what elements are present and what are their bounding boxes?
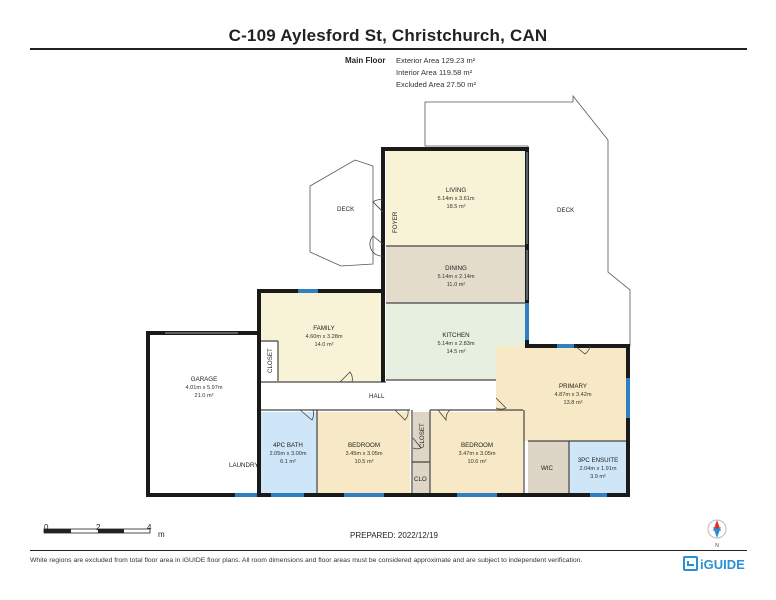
deck-right-label: DECK [557,207,575,214]
scale-unit: m [158,530,165,539]
bedroom1-dim: 3.45m x 3.05m [346,451,383,457]
kitchen-dim: 5.14m x 2.83m [438,341,475,347]
compass-icon [707,519,727,539]
bath-area: 6.1 m² [280,459,296,465]
closet-mid-fill [413,412,430,462]
closet-mid-label: CLOSET [419,423,426,448]
bath-dim: 2.05m x 3.00m [270,451,307,457]
door-primary-top [574,345,591,355]
bedroom2-dim: 3.47m x 3.05m [459,451,496,457]
wic-label: WIC [541,465,554,472]
door-hall [339,371,353,383]
ensuite-name: 3PC ENSUITE [578,457,619,464]
closet-family-label: CLOSET [267,348,274,373]
footer-rule [30,550,747,551]
ensuite-fill [569,441,628,495]
family-fill [261,291,383,381]
family-closet-fill [261,341,278,381]
title-rule [30,48,747,50]
scale-tick-4: 4 [147,523,152,532]
kitchen-name: KITCHEN [442,332,469,339]
door-closet-mid [412,437,422,450]
wic-fill [528,441,569,495]
living-name: LIVING [446,187,466,194]
garage-name: GARAGE [191,376,217,383]
interior-area: Interior Area 119.58 m² [396,68,473,77]
living-area: 18.5 m² [447,204,466,210]
door-foyer-1 [372,199,384,213]
ensuite-dim: 2.04m x 1.91m [580,466,617,472]
family-area: 14.0 m² [315,342,334,348]
exterior-area: Exterior Area 129.23 m² [396,56,476,65]
scale-tick-0: 0 [44,523,49,532]
prepared-date: PREPARED: 2022/12/19 [350,531,438,540]
primary-name: PRIMARY [559,383,587,390]
scale-bar [43,528,151,534]
page-title: C-109 Aylesford St, Christchurch, CAN [228,26,548,45]
primary-area: 13.8 m² [564,400,583,406]
garage-area: 21.0 m² [195,393,214,399]
floor-name: Main Floor [345,56,386,65]
bedroom1-fill [317,412,410,495]
deck-left-outline [309,159,374,267]
brand-logo: iGUIDE [683,556,745,572]
living-dim: 5.14m x 3.61m [438,196,475,202]
family-name: FAMILY [313,325,335,332]
door-bed1 [394,409,409,421]
door-bed2 [437,409,451,422]
kitchen-area: 14.5 m² [447,349,466,355]
family-dim: 4.60m x 3.28m [306,334,343,340]
door-foyer-2 [369,235,384,257]
door-bath [299,409,314,421]
dining-dim: 5.14m x 2.14m [438,274,475,280]
disclaimer: White regions are excluded from total fl… [30,557,583,564]
bedroom2-fill [430,412,523,495]
bedroom2-name: BEDROOM [461,442,493,449]
door-primary [495,397,507,410]
bath-name: 4PC BATH [273,442,303,449]
dining-name: DINING [445,265,467,272]
foyer-label: FOYER [392,211,399,233]
laundry-label: LAUNDRY [229,462,258,469]
hall-label: HALL [369,393,385,400]
bedroom1-area: 10.5 m² [355,459,374,465]
scale-tick-2: 2 [96,523,101,532]
bedroom2-area: 10.6 m² [468,459,487,465]
dining-area: 11.0 m² [447,282,466,288]
excluded-area: Excluded Area 27.50 m² [396,80,477,89]
living-fill [386,149,527,246]
brand-name: iGUIDE [700,557,745,572]
deck-left-label: DECK [337,206,355,213]
dining-fill [386,246,527,303]
clo-fill [413,462,430,495]
primary-dim: 4.87m x 3.42m [555,392,592,398]
bath-fill [260,412,317,495]
garage-dim: 4.01m x 5.97m [186,385,223,391]
ensuite-area: 3.9 m² [590,474,606,480]
bedroom1-name: BEDROOM [348,442,380,449]
clo-label: CLO [414,476,427,483]
iguide-logo-icon [683,556,698,571]
compass-label: N [715,543,719,549]
